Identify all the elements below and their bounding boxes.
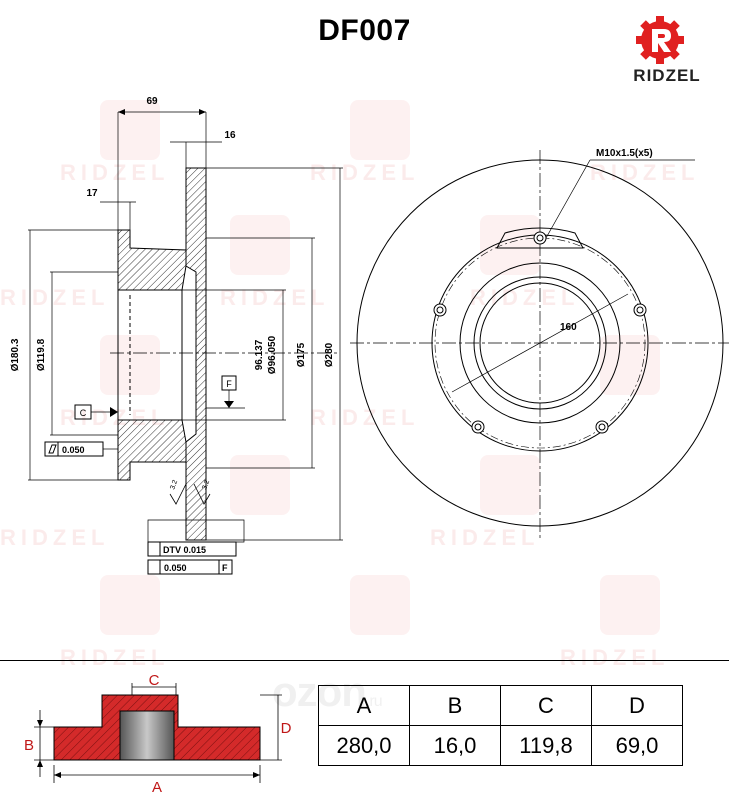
dim-17: 17 [86,188,98,199]
watermark-logo [100,100,160,160]
legend-d: D [281,720,292,737]
dtv-value: DTV 0.015 [163,545,206,555]
spec-table: A B C D 280,0 16,0 119,8 69,0 [318,685,683,766]
watermark-logo [230,455,290,515]
legend-b: B [24,737,34,754]
page-title: DF007 [318,14,411,47]
table-cell: 280,0 [318,725,410,766]
table-row: 280,0 16,0 119,8 69,0 [318,725,683,766]
table-cell: 119,8 [500,725,592,766]
table-header-row: A B C D [318,685,683,726]
watermark-logo [480,455,540,515]
table-header: A [318,685,410,726]
divider [0,660,729,661]
watermark-text: RIDZEL [310,160,420,185]
stud-holes [433,231,647,434]
watermark-text: RIDZEL [430,525,540,550]
dim-dia-280: Ø280 [324,342,335,367]
watermark-text: RIDZEL [560,645,670,670]
dim-dia-96-050: Ø96.050 [267,335,278,374]
roughness-label: 3.2 [169,479,179,491]
dim-16: 16 [224,130,236,141]
datum-f-label: F [226,379,232,389]
dim-dia-119: Ø119.8 [36,338,47,371]
watermark-text: RIDZEL [220,285,330,310]
watermark-text: RIDZEL [0,525,110,550]
legend-c: C [149,672,160,689]
legend-section-diagram: C D B A [24,672,292,795]
thread-label: M10x1.5(x5) [596,148,653,159]
watermark-logo [100,575,160,635]
table-cell: 16,0 [409,725,501,766]
front-view [350,150,729,540]
runout-datum: F [222,563,228,573]
dim-96-137: 96.137 [254,339,265,370]
runout-value: 0.050 [164,563,187,573]
ridzel-logo-icon [636,16,684,64]
watermark-logo [350,575,410,635]
legend-a: A [152,779,162,795]
dim-69: 69 [146,96,158,107]
table-header: D [591,685,683,726]
table-header: C [500,685,592,726]
side-section-view [28,109,343,575]
roughness-label: 3.2 [201,479,211,491]
technical-drawing: 69 16 17 Ø180.3 Ø119.8 96.137 Ø96.050 Ø1… [10,96,729,575]
watermark-text: RIDZEL [310,405,420,430]
watermark-text: RIDZEL [60,160,170,185]
table-header: B [409,685,501,726]
watermark-logo [600,575,660,635]
dim-160: 160 [560,322,577,333]
watermark-text: RIDZEL [470,285,580,310]
watermark-logo [230,215,290,275]
watermark-text: RIDZEL [60,645,170,670]
flatness-value: 0.050 [62,445,85,455]
dim-dia-175: Ø175 [296,342,307,367]
watermark-logo [480,215,540,275]
datum-c-label: C [80,408,87,418]
table-cell: 69,0 [591,725,683,766]
watermark-logo [600,335,660,395]
brand-name: RIDZEL [633,66,701,85]
watermark-logo [350,100,410,160]
dim-dia-180: Ø180.3 [10,338,21,371]
